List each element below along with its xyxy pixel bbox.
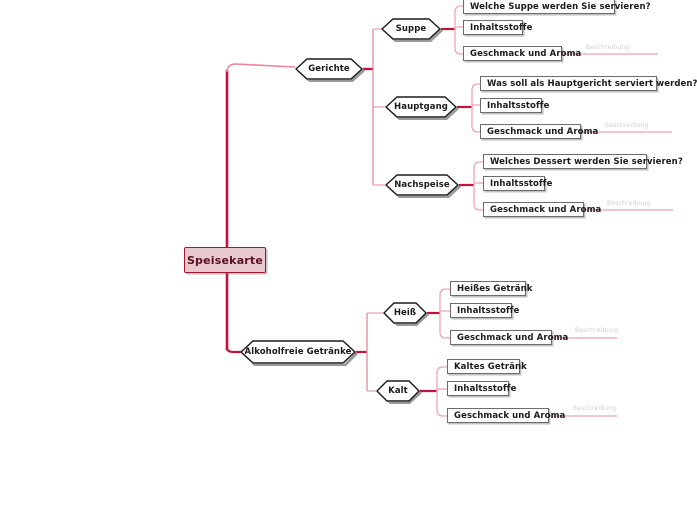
leaf-label: Heißes Getränk [457,283,533,294]
node-outline [295,58,363,80]
subbranch-node-label: Hauptgang [394,102,448,112]
leaf-label: Was soll als Hauptgericht serviert werde… [487,78,697,89]
relation-label: Beschreibung [607,200,651,207]
leaf-box[interactable]: Inhaltsstoffe [480,98,549,113]
node-body [385,96,457,118]
leaf-box[interactable]: Geschmack und Aroma [450,330,568,345]
leaf-box[interactable]: Inhaltsstoffe [483,176,552,191]
node-outline [385,174,459,196]
subbranch-node-heiss[interactable]: Heiß [383,302,427,324]
node-body [295,58,363,80]
leaf-label: Inhaltsstoffe [457,305,520,316]
node-outline [376,380,420,402]
node-outline [383,302,427,324]
relation-label: Beschreibung [573,405,617,412]
relation-label: Beschreibung [586,44,630,51]
node-body [376,380,420,402]
branch-node-label: Gerichte [308,64,350,74]
leaf-label: Inhaltsstoffe [487,100,550,111]
subbranch-node-kalt[interactable]: Kalt [376,380,420,402]
subbranch-node-label: Suppe [395,24,427,34]
leaf-label: Geschmack und Aroma [490,204,602,215]
leaf-label: Welches Dessert werden Sie servieren? [490,156,683,167]
subbranch-node-nachspeise[interactable]: Nachspeise [385,174,459,196]
subbranch-node-label: Nachspeise [394,180,450,190]
branch-node-alkoholfreie-getraenke[interactable]: Alkoholfreie Getränke [240,340,356,364]
leaf-box[interactable]: Was soll als Hauptgericht serviert werde… [480,76,697,91]
leaf-label: Geschmack und Aroma [454,410,566,421]
leaf-box[interactable]: Geschmack und Aroma [480,124,598,139]
node-body [383,302,427,324]
node-body [240,340,356,364]
leaf-box[interactable]: Inhaltsstoffe [463,20,532,35]
leaf-box[interactable]: Geschmack und Aroma [463,46,581,61]
leaf-label: Geschmack und Aroma [457,332,569,343]
node-body [385,174,459,196]
relation-label: Beschreibung [605,122,649,129]
leaf-label: Kaltes Getränk [454,361,527,372]
node-outline [381,18,441,40]
leaf-label: Inhaltsstoffe [470,22,533,33]
relation-label: Beschreibung [575,327,619,334]
subbranch-node-suppe[interactable]: Suppe [381,18,441,40]
leaf-box[interactable]: Heißes Getränk [450,281,532,296]
branch-node-gerichte[interactable]: Gerichte [295,58,363,80]
leaf-label: Inhaltsstoffe [454,383,517,394]
subbranch-node-label: Heiß [393,308,417,318]
leaf-box[interactable]: Welches Dessert werden Sie servieren? [483,154,683,169]
leaf-label: Inhaltsstoffe [490,178,553,189]
branch-node-label: Alkoholfreie Getränke [244,347,352,357]
subbranch-node-hauptgang[interactable]: Hauptgang [385,96,457,118]
leaf-label: Welche Suppe werden Sie servieren? [470,1,651,12]
node-body [381,18,441,40]
leaf-box[interactable]: Kaltes Getränk [447,359,527,374]
leaf-label: Geschmack und Aroma [470,48,582,59]
subbranch-node-label: Kalt [388,386,408,396]
leaf-box[interactable]: Welche Suppe werden Sie servieren? [463,0,651,14]
leaf-label: Geschmack und Aroma [487,126,599,137]
node-outline [385,96,457,118]
root-node-label: Speisekarte [186,253,264,267]
leaf-box[interactable]: Inhaltsstoffe [447,381,516,396]
leaf-box[interactable]: Geschmack und Aroma [447,408,565,423]
leaf-box[interactable]: Inhaltsstoffe [450,303,519,318]
leaf-box[interactable]: Geschmack und Aroma [483,202,601,217]
root-node-speisekarte[interactable]: Speisekarte [184,247,266,273]
